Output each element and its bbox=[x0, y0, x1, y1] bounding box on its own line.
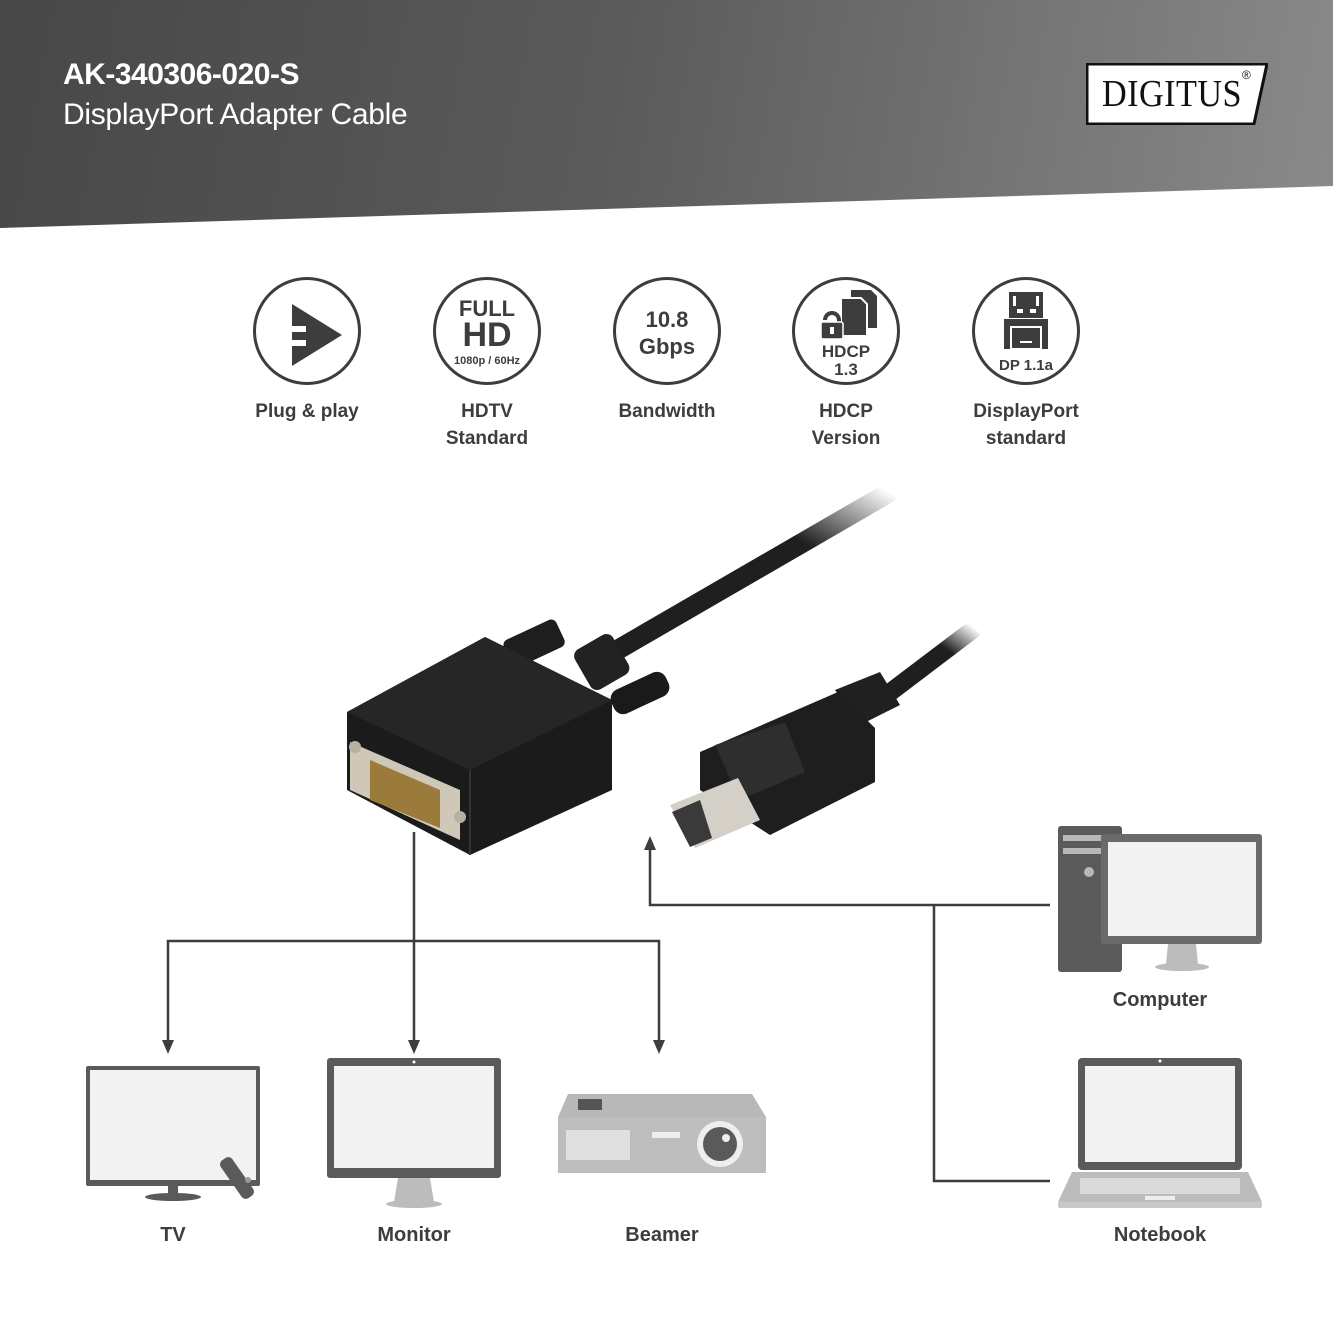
output-label-monitor: Monitor bbox=[377, 1224, 451, 1246]
tv-icon bbox=[86, 1066, 260, 1201]
feature-bandwidth: 10.8 Gbps Bandwidth bbox=[592, 277, 742, 425]
product-code: AK-340306-020-S bbox=[63, 58, 299, 91]
output-label-tv: TV bbox=[160, 1224, 186, 1246]
arrowheads bbox=[162, 836, 665, 1054]
source-label-notebook: Notebook bbox=[1113, 1224, 1207, 1246]
brand-logo: DIGITUS bbox=[1102, 73, 1242, 115]
product-name: DisplayPort Adapter Cable bbox=[63, 98, 408, 131]
plug-play-icon bbox=[253, 277, 361, 385]
registered-mark: ® bbox=[1242, 68, 1251, 82]
displayport-plug bbox=[670, 672, 900, 848]
output-connector-lines bbox=[166, 832, 661, 1042]
source-connector-lines bbox=[648, 848, 1050, 1183]
dvi-plug bbox=[347, 619, 670, 855]
desktop-computer-icon bbox=[1058, 826, 1262, 972]
hdcp-lock-icon: HDCP 1.3 bbox=[792, 277, 900, 385]
displayport-connector-icon: DP 1.1a bbox=[972, 277, 1080, 385]
laptop-icon bbox=[1058, 1058, 1262, 1208]
feature-plug-play: Plug & play bbox=[232, 277, 382, 425]
feature-label: Plug & play bbox=[255, 401, 359, 422]
monitor-icon bbox=[327, 1058, 501, 1208]
projector-icon bbox=[558, 1094, 766, 1173]
bandwidth-icon: 10.8 Gbps bbox=[613, 277, 721, 385]
full-hd-icon: FULL HD 1080p / 60Hz bbox=[433, 277, 541, 385]
output-label-beamer: Beamer bbox=[625, 1224, 699, 1246]
source-label-computer: Computer bbox=[1112, 989, 1208, 1011]
cable bbox=[590, 482, 981, 708]
feature-label: Bandwidth bbox=[618, 401, 716, 422]
brand-logo-frame bbox=[1086, 63, 1268, 125]
